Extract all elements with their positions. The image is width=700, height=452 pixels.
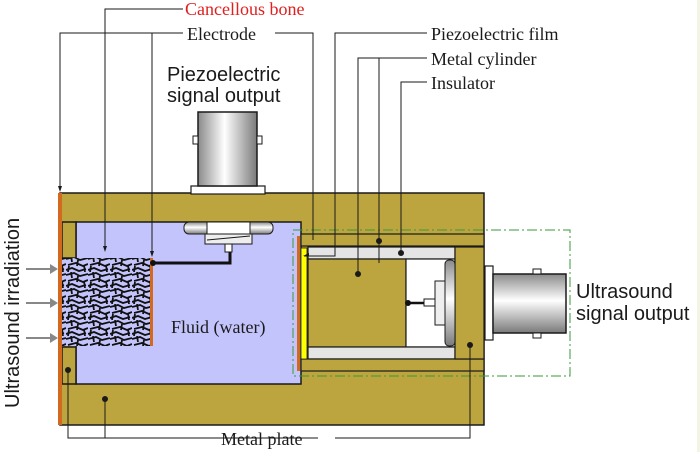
piezo-connector-thread xyxy=(204,233,253,245)
left-electrode xyxy=(58,193,62,425)
us-bnc-body xyxy=(492,273,567,334)
piezo-bnc-base xyxy=(190,185,266,195)
label-fluid: Fluid (water) xyxy=(171,317,265,338)
label-piezoelectric-film: Piezoelectric film xyxy=(431,24,558,44)
leader-markers xyxy=(58,186,473,402)
us-connector-flange xyxy=(444,259,456,347)
label-irradiation: Ultrasound irradiation xyxy=(2,218,24,408)
upper-wall-block xyxy=(61,221,77,259)
label-us-output-2: signal output xyxy=(576,303,690,325)
leader-lines xyxy=(59,8,471,439)
cancellous-bone-sample xyxy=(62,258,151,346)
insulator-layer-top xyxy=(307,246,456,260)
film-electrode xyxy=(297,236,300,371)
rear-wall xyxy=(454,246,485,360)
label-insulator: Insulator xyxy=(431,73,495,93)
wire-node xyxy=(150,260,156,266)
piezo-connector-nut xyxy=(206,221,251,235)
insulator-layer-bottom xyxy=(307,346,456,360)
edge-strip xyxy=(697,0,700,452)
piezoelectric-film xyxy=(300,247,308,360)
label-piezo-output-2: signal output xyxy=(167,85,281,107)
label-us-output-1: Ultrasound xyxy=(576,281,673,303)
receiver-boundary xyxy=(292,229,571,377)
label-electrode: Electrode xyxy=(187,24,256,44)
right-electrode xyxy=(150,258,153,346)
us-connector-thread xyxy=(434,280,446,326)
label-metal-cylinder: Metal cylinder xyxy=(431,49,536,69)
label-piezo-output-1: Piezoelectric xyxy=(167,64,280,86)
us-bnc-base xyxy=(484,265,494,341)
piezo-bnc-body xyxy=(197,111,258,187)
irradiation-arrows xyxy=(26,264,58,343)
piezo-connector-pin xyxy=(224,243,233,253)
insulator-top xyxy=(300,233,485,247)
label-metal-plate: Metal plate xyxy=(221,429,302,449)
label-cancellous-bone: Cancellous bone xyxy=(185,0,304,19)
lower-wall-block xyxy=(61,346,77,385)
electrode-wire xyxy=(153,250,232,265)
